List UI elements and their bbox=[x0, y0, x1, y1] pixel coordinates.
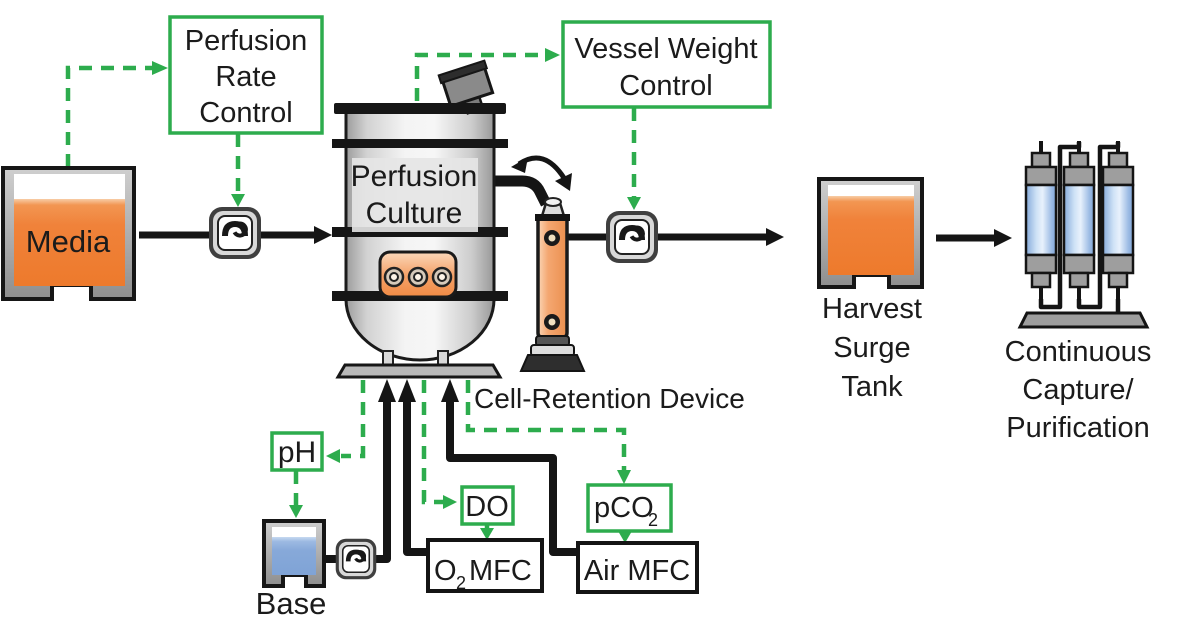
chromatography-column bbox=[1101, 139, 1135, 303]
arrowhead-icon bbox=[314, 226, 332, 244]
arrowhead-icon bbox=[766, 228, 784, 246]
do-box: DO bbox=[460, 485, 515, 526]
perfusion-rate-line1: Perfusion bbox=[185, 25, 308, 57]
harvest-liquid bbox=[828, 196, 914, 275]
cell-retention-device bbox=[519, 197, 586, 372]
arrowhead-icon bbox=[627, 197, 641, 210]
o2-mfc-subscript: 2 bbox=[456, 573, 466, 593]
arrowhead-icon bbox=[511, 157, 528, 173]
cell-retention-label: Cell-Retention Device bbox=[474, 383, 745, 414]
signal-reactor-to-ph bbox=[341, 380, 366, 459]
bioreactor-vessel: Perfusion Culture bbox=[332, 59, 508, 379]
ph-box: pH bbox=[270, 431, 324, 472]
arrowhead-icon bbox=[480, 528, 494, 540]
vessel-weight-line2: Control bbox=[619, 70, 713, 102]
flow-airmfc-to-reactor bbox=[446, 399, 580, 556]
media-tank: Media bbox=[1, 166, 136, 301]
do-label: DO bbox=[465, 491, 509, 523]
media-liquid bbox=[14, 199, 125, 286]
vessel-weight-control-box: Vessel Weight Control bbox=[561, 20, 772, 109]
arrowhead-icon bbox=[326, 449, 340, 463]
air-mfc-label: Air MFC bbox=[584, 555, 690, 587]
capture-label-line3: Purification bbox=[1006, 412, 1149, 444]
pump-icon bbox=[334, 537, 378, 581]
column-base-plate bbox=[1017, 311, 1150, 329]
bioreactor-label-line1: Perfusion bbox=[351, 160, 478, 193]
flow-lines bbox=[139, 155, 1012, 563]
flow-o2mfc-to-reactor bbox=[403, 399, 430, 556]
base-liquid bbox=[272, 537, 316, 575]
arrowhead-icon bbox=[441, 379, 459, 402]
chromatography-column bbox=[1062, 139, 1096, 303]
arrowhead-icon bbox=[152, 61, 168, 75]
reactor-lid bbox=[334, 103, 506, 114]
flow-reactor-outlet-pipe bbox=[494, 175, 551, 207]
pump-icon bbox=[604, 209, 660, 265]
arrowhead-icon bbox=[545, 48, 560, 62]
harvest-label-line1: Harvest bbox=[822, 293, 922, 325]
o2-mfc-label-rest: MFC bbox=[469, 555, 532, 587]
vessel-weight-line1: Vessel Weight bbox=[574, 33, 757, 65]
signal-reactor-to-do bbox=[421, 380, 443, 505]
arrowhead-icon bbox=[231, 194, 245, 207]
chromatography-skid bbox=[1017, 139, 1150, 329]
perfusion-rate-line2: Rate bbox=[215, 61, 276, 93]
arrowhead-icon bbox=[617, 470, 631, 484]
pco2-label: pCO bbox=[594, 492, 654, 524]
signal-media-to-perfusion-rate bbox=[65, 65, 152, 167]
perfusion-rate-line3: Control bbox=[199, 97, 293, 129]
arrowhead-icon bbox=[378, 379, 396, 402]
air-mfc-box: Air MFC bbox=[576, 541, 699, 594]
arrowhead-icon bbox=[555, 173, 572, 191]
capture-label-line1: Continuous bbox=[1005, 336, 1152, 368]
base-label: Base bbox=[256, 586, 327, 621]
arrowhead-icon bbox=[289, 505, 303, 518]
harvest-label-line3: Tank bbox=[841, 371, 903, 403]
pump-icon bbox=[207, 205, 263, 261]
signal-reactor-to-vessel-weight bbox=[414, 52, 545, 101]
signal-reactor-to-pco2 bbox=[465, 380, 627, 470]
o2-mfc-box: O 2 MFC bbox=[426, 538, 544, 593]
pco2-box: pCO 2 bbox=[586, 483, 673, 533]
arrowhead-icon bbox=[994, 229, 1012, 247]
arrowhead-icon bbox=[398, 379, 416, 402]
ph-label: pH bbox=[278, 436, 316, 469]
reactor-base-plate bbox=[335, 363, 503, 379]
arrowhead-icon bbox=[443, 495, 457, 509]
media-label: Media bbox=[26, 224, 111, 259]
arrowhead-icon bbox=[618, 531, 632, 543]
perfusion-rate-control-box: Perfusion Rate Control bbox=[168, 15, 324, 135]
pco2-subscript: 2 bbox=[648, 510, 658, 530]
reactor-dome bbox=[344, 297, 496, 362]
flow-base-to-reactor bbox=[324, 399, 391, 563]
chromatography-column bbox=[1024, 139, 1058, 303]
capture-label-line2: Capture/ bbox=[1022, 374, 1134, 406]
base-tank bbox=[262, 519, 326, 588]
harvest-label-line2: Surge bbox=[833, 332, 910, 364]
bioreactor-label-line2: Culture bbox=[366, 197, 463, 230]
o2-mfc-label: O bbox=[434, 555, 457, 587]
harvest-surge-tank bbox=[817, 177, 924, 289]
